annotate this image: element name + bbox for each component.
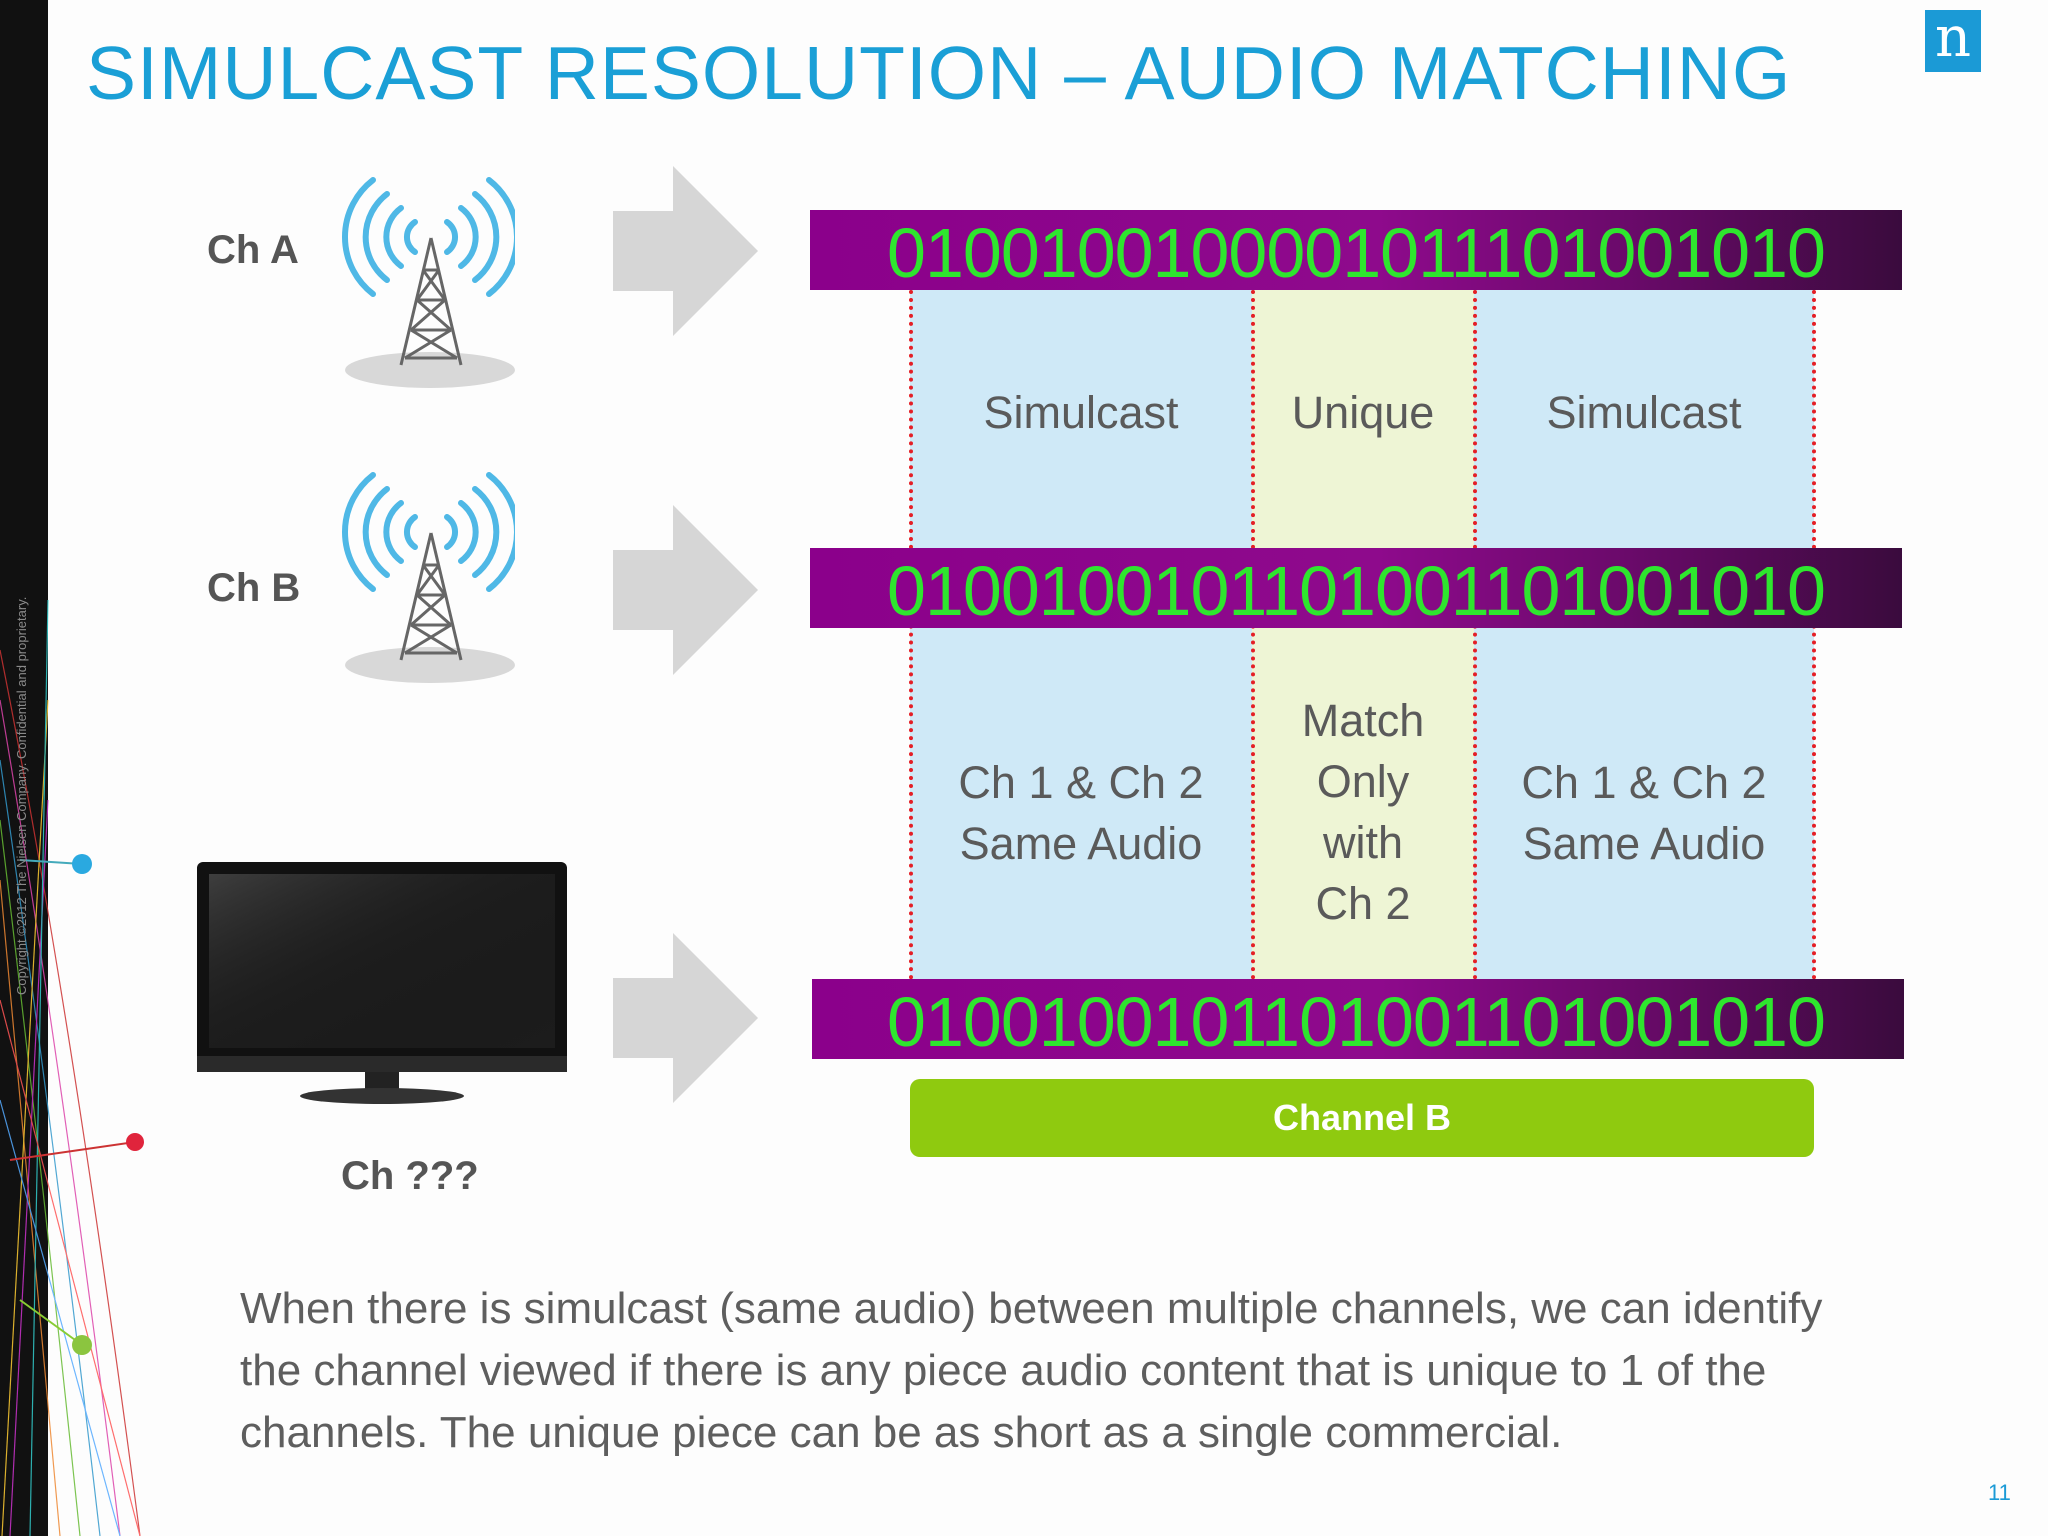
zone-label-simulcast-right: Simulcast (1546, 387, 1742, 438)
nielsen-logo: n (1925, 10, 1981, 72)
television-icon (197, 862, 567, 1104)
tv-bits: 0100100101101001101001010 (887, 983, 1826, 1061)
ch-a-label: Ch A (207, 228, 299, 272)
zone-desc-line: Ch 2 (1315, 878, 1411, 929)
zone-desc-line: with (1322, 817, 1404, 868)
divider-line (1473, 290, 1477, 980)
caption-line: When there is simulcast (same audio) bet… (240, 1284, 1823, 1333)
ch-b-stream-bar (810, 548, 1902, 628)
slide-title: SIMULCAST RESOLUTION – AUDIO MATCHING (86, 31, 1792, 115)
decorative-lines (0, 599, 144, 1536)
copyright-text: Copyright ©2012 The Nielsen Company. Con… (14, 596, 29, 995)
arrow-right-icon (613, 933, 758, 1103)
divider-line (1251, 290, 1255, 980)
caption-line: channels. The unique piece can be as sho… (240, 1408, 1563, 1457)
tv-stream-bar (812, 979, 1904, 1059)
ch-b-bits: 0100100101101001101001010 (887, 552, 1826, 630)
zone-desc-line: Same Audio (959, 818, 1203, 869)
arrow-right-icon (613, 505, 758, 675)
broadcast-tower-icon (342, 177, 515, 388)
zone-label-unique: Unique (1291, 387, 1435, 438)
zone-desc-line: Ch 1 & Ch 2 (1521, 757, 1767, 808)
zone-label-simulcast-left: Simulcast (983, 387, 1179, 438)
zone-desc-left: Ch 1 & Ch 2 Same Audio (910, 752, 1252, 874)
divider-line (1812, 290, 1816, 980)
arrow-right-icon (613, 166, 758, 336)
ch-b-label: Ch B (207, 566, 301, 610)
ch-a-stream-bar (810, 210, 1902, 290)
zone-desc-right: Ch 1 & Ch 2 Same Audio (1474, 752, 1814, 874)
simulcast-zone-left (910, 290, 1252, 980)
ch-unknown-label: Ch ??? (341, 1154, 479, 1198)
ch-a-bits: 0100100100001011101001010 (887, 214, 1826, 292)
caption-text: When there is simulcast (same audio) bet… (240, 1278, 1980, 1464)
unique-zone (1252, 290, 1474, 980)
divider-line (909, 290, 913, 980)
left-decorative-strip (0, 0, 48, 1536)
zone-desc-line: Only (1316, 756, 1410, 807)
zone-desc-line: Match (1301, 695, 1425, 746)
copyright-notice: Copyright ©2012 The Nielsen Company. Con… (14, 515, 34, 995)
page-number: 11 (1988, 1480, 2011, 1505)
zone-desc-line: Same Audio (1522, 818, 1766, 869)
broadcast-tower-icon (342, 472, 515, 683)
zone-desc-middle: Match Only with Ch 2 (1252, 690, 1474, 934)
result-channel-badge: Channel B (910, 1079, 1814, 1157)
caption-line: the channel viewed if there is any piece… (240, 1346, 1767, 1395)
zone-desc-line: Ch 1 & Ch 2 (958, 757, 1204, 808)
simulcast-zone-right (1474, 290, 1814, 980)
